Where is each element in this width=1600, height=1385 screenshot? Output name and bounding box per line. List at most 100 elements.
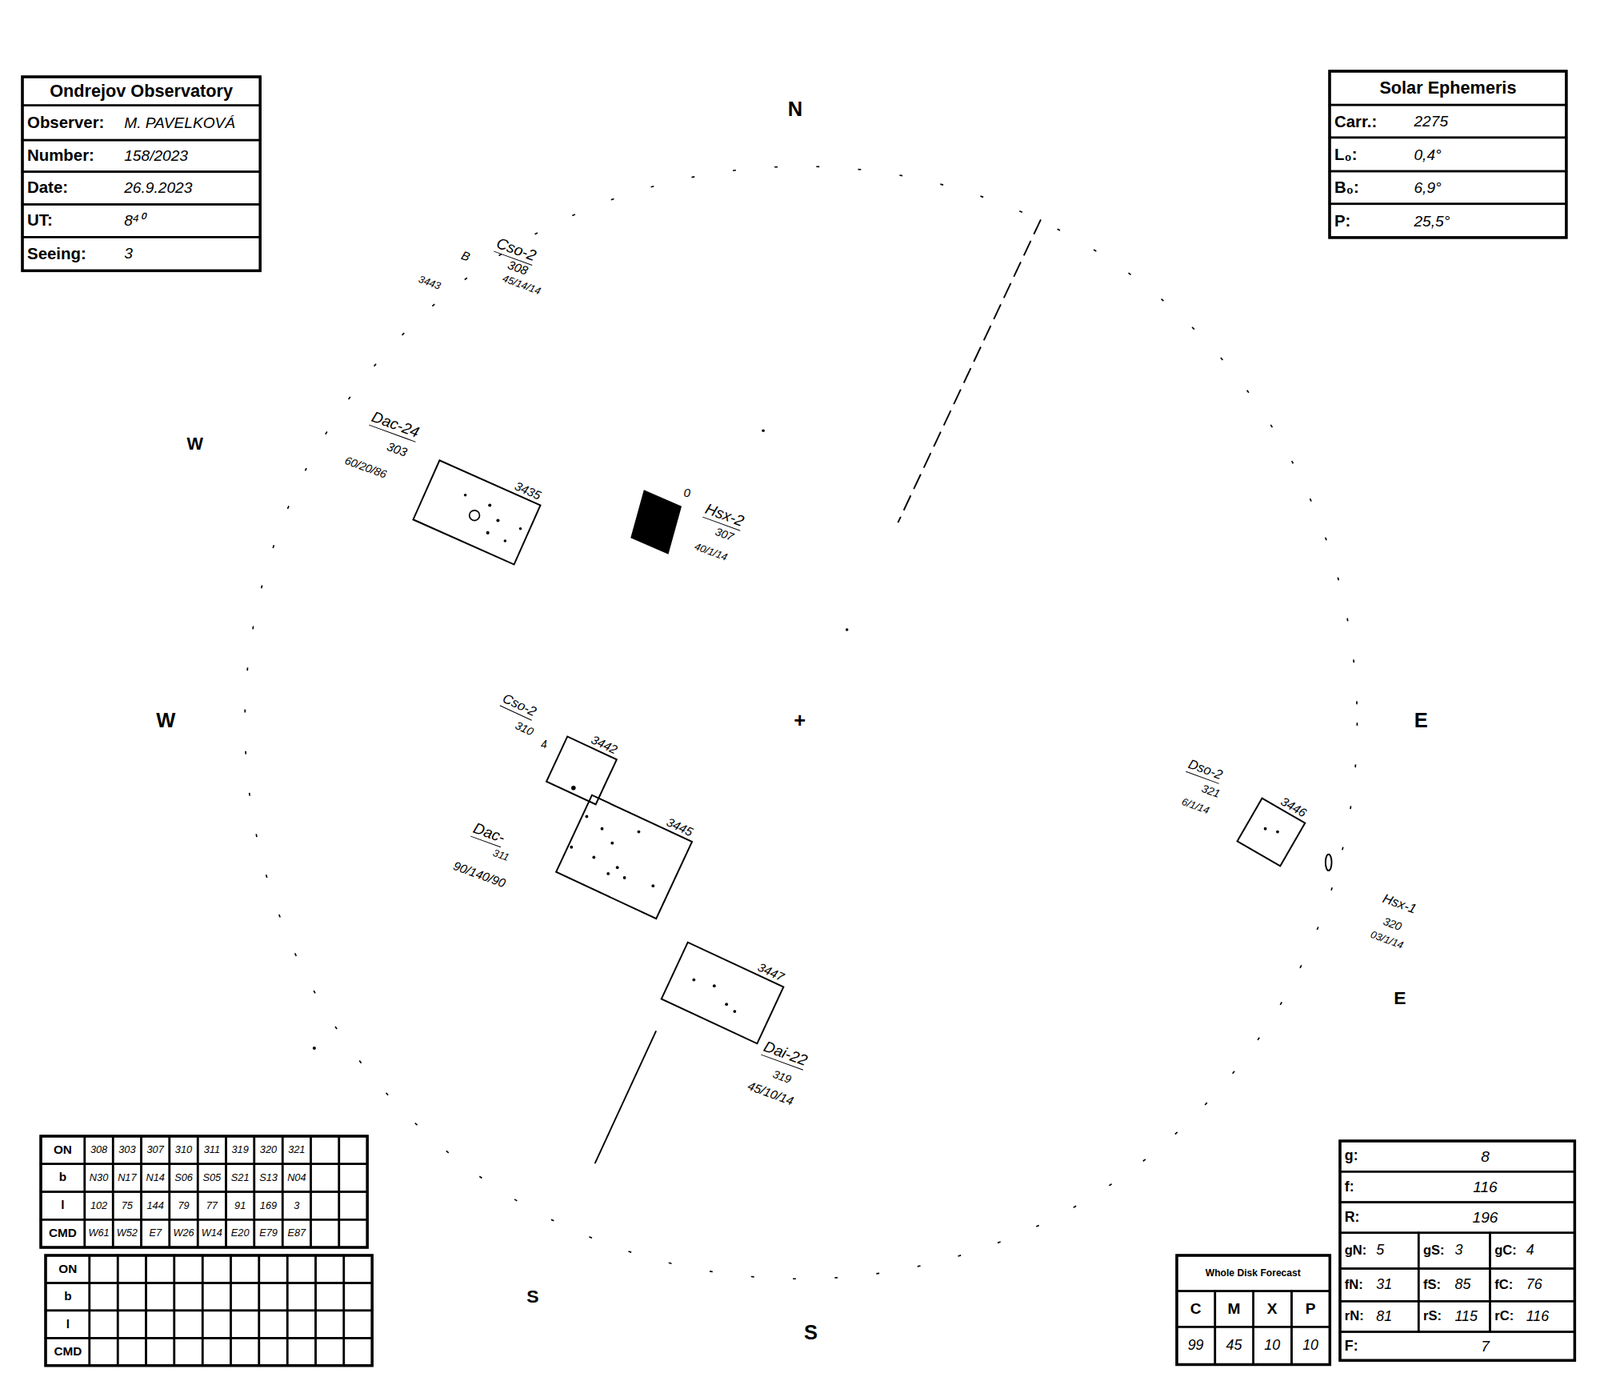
table-grid	[45, 1255, 372, 1366]
table-cell	[40, 1136, 85, 1164]
table-cell	[112, 1163, 141, 1192]
spot-dot	[592, 856, 596, 860]
group-annotation: 40/1/14	[692, 540, 729, 564]
table-cell	[231, 1310, 260, 1338]
table-cell	[1489, 1268, 1575, 1301]
sunspot-umbra	[630, 489, 682, 554]
penumbra-spot	[469, 510, 480, 521]
table-cell	[40, 1219, 85, 1248]
table-cell	[45, 1282, 90, 1310]
spot-dot	[761, 429, 765, 433]
group-annotation: Dso-2	[1185, 756, 1224, 784]
cell-text: UT:	[22, 204, 120, 237]
cell-text: E87	[282, 1219, 311, 1248]
table-cell	[1252, 1326, 1292, 1364]
cell-text: 196	[1396, 1202, 1575, 1233]
group-annotation: Hsx-1	[1380, 891, 1419, 917]
cell-text: 5	[1371, 1232, 1419, 1269]
table-cell	[174, 1282, 203, 1310]
table-cell	[339, 1163, 368, 1192]
spot-dot	[651, 884, 655, 888]
cell-text: ON	[45, 1255, 90, 1283]
table-border	[45, 1255, 372, 1366]
cell-text: 75	[112, 1191, 141, 1220]
table-panel: ONblCMD	[45, 1255, 372, 1366]
table-cell	[1329, 204, 1567, 238]
cell-text: S06	[169, 1163, 198, 1192]
table-cell	[22, 104, 260, 140]
cell-text: M	[1214, 1291, 1253, 1328]
group-number: 3442	[588, 733, 620, 758]
table-cell	[344, 1255, 372, 1283]
table-cell	[288, 1310, 316, 1338]
cell-text: rN:	[1340, 1300, 1374, 1332]
table-cell	[203, 1282, 232, 1310]
table-cell	[1418, 1232, 1490, 1269]
table-cell	[1291, 1291, 1330, 1328]
compass-label: +	[793, 708, 806, 732]
cell-text: ON	[40, 1136, 85, 1164]
table-cell	[197, 1219, 226, 1248]
cell-text: 144	[141, 1191, 170, 1220]
table-cell	[1340, 1171, 1575, 1202]
table-cell	[112, 1191, 141, 1220]
table-cell	[259, 1337, 288, 1365]
spot-dot	[712, 984, 716, 988]
spot-dot	[1276, 830, 1280, 834]
table-cell	[169, 1163, 198, 1192]
spot-dot	[637, 830, 641, 834]
table-border	[40, 1136, 368, 1248]
table-cell	[118, 1282, 147, 1310]
cell-text: 0,4°	[1408, 137, 1562, 172]
cell-text: 320	[254, 1136, 283, 1164]
table-cell	[141, 1191, 170, 1220]
table-cell	[22, 204, 260, 237]
cell-text: Observer:	[22, 104, 120, 140]
cell-text: Seeing:	[22, 236, 120, 271]
spot-dot	[496, 519, 500, 523]
cell-text: g:	[1340, 1140, 1396, 1172]
table-cell	[169, 1136, 198, 1164]
spot-dot	[569, 845, 573, 849]
cell-text: rS:	[1418, 1300, 1452, 1332]
cell-text: 303	[112, 1136, 141, 1164]
table-cell	[311, 1163, 340, 1192]
table-grid	[22, 76, 260, 271]
spot-dot	[585, 815, 589, 819]
table-cell	[146, 1310, 175, 1338]
compass-label: W	[186, 434, 203, 454]
table-cell	[84, 1219, 113, 1248]
table-cell	[174, 1310, 203, 1338]
table-cell	[1489, 1300, 1575, 1332]
cell-text: M. PAVELKOVÁ	[119, 104, 260, 140]
table-panel: Ondrejov ObservatoryObserver:M. PAVELKOV…	[22, 76, 260, 271]
group-annotation: 303	[384, 440, 409, 460]
cell-text: R:	[1340, 1202, 1396, 1233]
table-cell	[1329, 137, 1567, 172]
compass-label: E	[1393, 988, 1406, 1008]
sunspot-group-box: 3442	[545, 735, 619, 805]
cell-text: N30	[84, 1163, 113, 1192]
cell-text: L₀:	[1329, 137, 1404, 172]
table-cell	[1291, 1326, 1330, 1364]
cell-text: 2275	[1408, 104, 1562, 138]
cell-text: 319	[226, 1136, 255, 1164]
spot-dot	[616, 865, 620, 869]
table-cell	[1340, 1202, 1575, 1233]
table-cell	[1329, 171, 1567, 204]
cell-text: 6,9°	[1408, 171, 1562, 204]
table-cell	[259, 1310, 288, 1338]
cell-text: 79	[169, 1191, 198, 1220]
group-annotation: 321	[1200, 782, 1222, 800]
spot-dot	[504, 539, 508, 543]
table-cell	[1176, 1326, 1216, 1364]
table-cell	[231, 1282, 260, 1310]
compass-label: W	[156, 708, 176, 732]
cell-text: 115	[1449, 1300, 1490, 1332]
table-cell	[288, 1337, 316, 1365]
table-cell	[118, 1337, 147, 1365]
table-cell	[203, 1310, 232, 1338]
table-cell	[259, 1282, 288, 1310]
